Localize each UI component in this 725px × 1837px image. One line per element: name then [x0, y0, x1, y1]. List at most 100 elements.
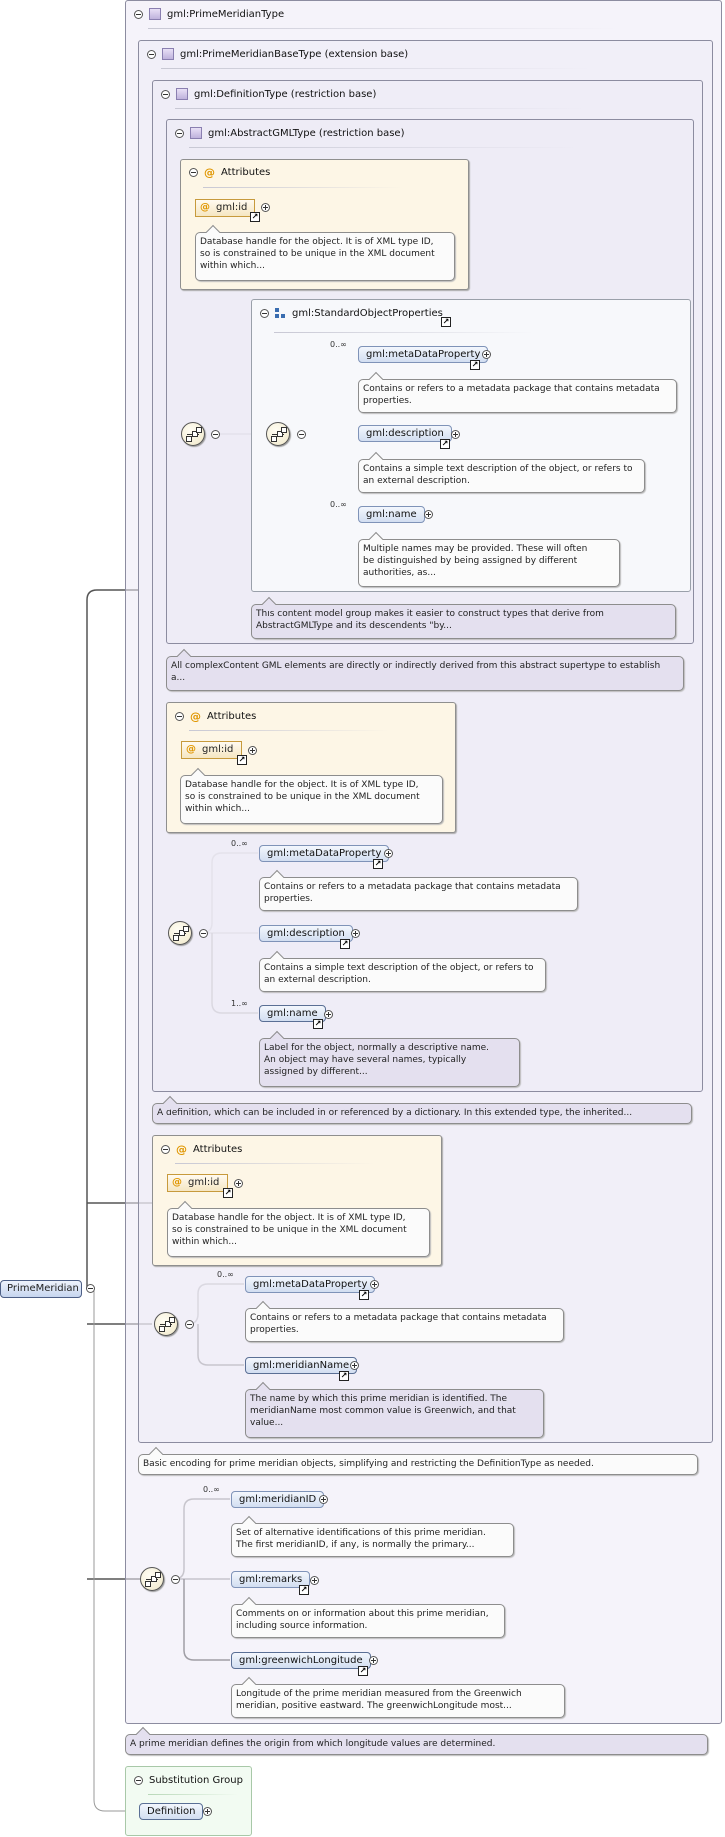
link-icon[interactable] [470, 360, 480, 370]
doc-note: Database handle for the object. It is of… [195, 232, 455, 281]
collapse-icon[interactable] [175, 711, 184, 721]
expand-icon[interactable] [369, 1656, 378, 1665]
attributes-label: Attributes [193, 1143, 243, 1155]
expand-icon[interactable] [482, 350, 491, 359]
element-description[interactable]: gml:description [358, 425, 452, 442]
collapse-icon[interactable] [211, 430, 220, 439]
element-greenwich-longitude[interactable]: gml:greenwichLongitude [231, 1652, 371, 1669]
doc-note: Database handle for the object. It is of… [167, 1208, 430, 1257]
link-icon[interactable] [313, 1019, 323, 1029]
expand-icon[interactable] [319, 1495, 328, 1504]
doc-note: Contains a simple text description of th… [358, 459, 645, 493]
cardinality-label: 0..∞ [217, 1270, 234, 1279]
link-icon[interactable] [359, 1290, 369, 1300]
sequence-icon[interactable] [154, 1312, 178, 1336]
collapse-icon[interactable] [171, 1575, 180, 1584]
element-metadata-property[interactable]: gml:metaDataProperty [245, 1276, 376, 1293]
doc-note: Contains or refers to a metadata package… [259, 877, 578, 911]
substitution-group-label: Substitution Group [149, 1774, 243, 1786]
collapse-icon[interactable] [175, 128, 184, 138]
link-icon[interactable] [358, 1666, 368, 1676]
attr-label: gml:id [216, 202, 248, 213]
attribute-icon: @ [172, 1177, 182, 1188]
doc-note: Contains a simple text description of th… [259, 958, 546, 992]
sequence-icon[interactable] [168, 921, 192, 945]
expand-icon[interactable] [350, 1361, 359, 1370]
link-icon[interactable] [373, 859, 383, 869]
expand-icon[interactable] [203, 1807, 212, 1816]
type-header: gml:AbstractGMLType (restriction base) [175, 126, 404, 140]
collapse-icon[interactable] [161, 89, 170, 99]
attribute-icon: @ [200, 202, 210, 213]
element-meridian-id[interactable]: gml:meridianID [231, 1491, 325, 1508]
link-icon[interactable] [440, 439, 450, 449]
doc-note: Longitude of the prime meridian measured… [231, 1684, 565, 1718]
element-metadata-property[interactable]: gml:metaDataProperty [259, 845, 390, 862]
type-header: gml:PrimeMeridianBaseType (extension bas… [147, 47, 408, 61]
sequence-icon[interactable] [266, 422, 290, 446]
expand-icon[interactable] [234, 1179, 243, 1188]
link-icon[interactable] [299, 1585, 309, 1595]
collapse-icon[interactable] [185, 1320, 194, 1329]
doc-note: A prime meridian defines the origin from… [125, 1734, 708, 1755]
root-element-prime-meridian[interactable]: PrimeMeridian [0, 1280, 82, 1298]
attributes-label: Attributes [207, 710, 257, 722]
link-icon[interactable] [223, 1188, 233, 1198]
cardinality-label: 0..∞ [231, 839, 248, 848]
cardinality-label: 0..∞ [330, 500, 347, 509]
group-icon [275, 307, 286, 319]
collapse-icon[interactable] [189, 167, 198, 177]
attribute-icon: @ [190, 709, 201, 723]
expand-icon[interactable] [310, 1576, 319, 1585]
cardinality-label: 0..∞ [330, 340, 347, 349]
collapse-icon[interactable] [297, 430, 306, 439]
attr-gml-id[interactable]: @ gml:id [181, 741, 242, 759]
expand-icon[interactable] [261, 203, 270, 212]
expand-icon[interactable] [324, 1010, 333, 1019]
collapse-icon[interactable] [86, 1284, 95, 1293]
doc-note: This content model group makes it easier… [251, 604, 676, 639]
sequence-icon[interactable] [181, 422, 205, 446]
attr-gml-id[interactable]: @ gml:id [167, 1174, 228, 1192]
doc-note: Multiple names may be provided. These wi… [358, 539, 620, 587]
complex-type-icon [162, 48, 174, 60]
type-title: gml:AbstractGMLType (restriction base) [208, 127, 405, 139]
expand-icon[interactable] [424, 510, 433, 519]
collapse-icon[interactable] [134, 1775, 143, 1785]
expand-icon[interactable] [248, 746, 257, 755]
link-icon[interactable] [237, 755, 247, 765]
type-header: gml:PrimeMeridianType [134, 7, 284, 21]
complex-type-icon [190, 127, 202, 139]
complex-type-icon [149, 8, 161, 20]
element-definition[interactable]: Definition [139, 1803, 204, 1820]
expand-icon[interactable] [351, 929, 360, 938]
expand-icon[interactable] [451, 430, 460, 439]
type-title: gml:DefinitionType (restriction base) [194, 88, 377, 100]
cardinality-label: 0..∞ [203, 1485, 220, 1494]
collapse-icon[interactable] [134, 9, 143, 19]
element-name[interactable]: gml:name [358, 506, 425, 523]
element-remarks[interactable]: gml:remarks [231, 1571, 311, 1588]
doc-note: All complexContent GML elements are dire… [166, 656, 684, 691]
doc-note: Contains or refers to a metadata package… [245, 1308, 564, 1342]
doc-note: The name by which this prime meridian is… [245, 1389, 544, 1438]
link-icon[interactable] [339, 1371, 349, 1381]
attr-gml-id[interactable]: @ gml:id [195, 199, 255, 217]
expand-icon[interactable] [370, 1280, 379, 1289]
element-metadata-property[interactable]: gml:metaDataProperty [358, 346, 489, 363]
collapse-icon[interactable] [260, 308, 269, 318]
element-name[interactable]: gml:name [259, 1005, 326, 1022]
doc-note: Label for the object, normally a descrip… [259, 1038, 520, 1087]
sequence-icon[interactable] [140, 1567, 164, 1591]
link-icon[interactable] [441, 317, 451, 327]
link-icon[interactable] [340, 939, 350, 949]
type-header: gml:DefinitionType (restriction base) [161, 87, 376, 101]
collapse-icon[interactable] [147, 49, 156, 59]
collapse-icon[interactable] [199, 929, 208, 938]
element-description[interactable]: gml:description [259, 925, 353, 942]
link-icon[interactable] [250, 212, 260, 222]
doc-note: Database handle for the object. It is of… [180, 775, 443, 824]
attribute-icon: @ [186, 744, 196, 755]
expand-icon[interactable] [384, 849, 393, 858]
collapse-icon[interactable] [161, 1144, 170, 1154]
